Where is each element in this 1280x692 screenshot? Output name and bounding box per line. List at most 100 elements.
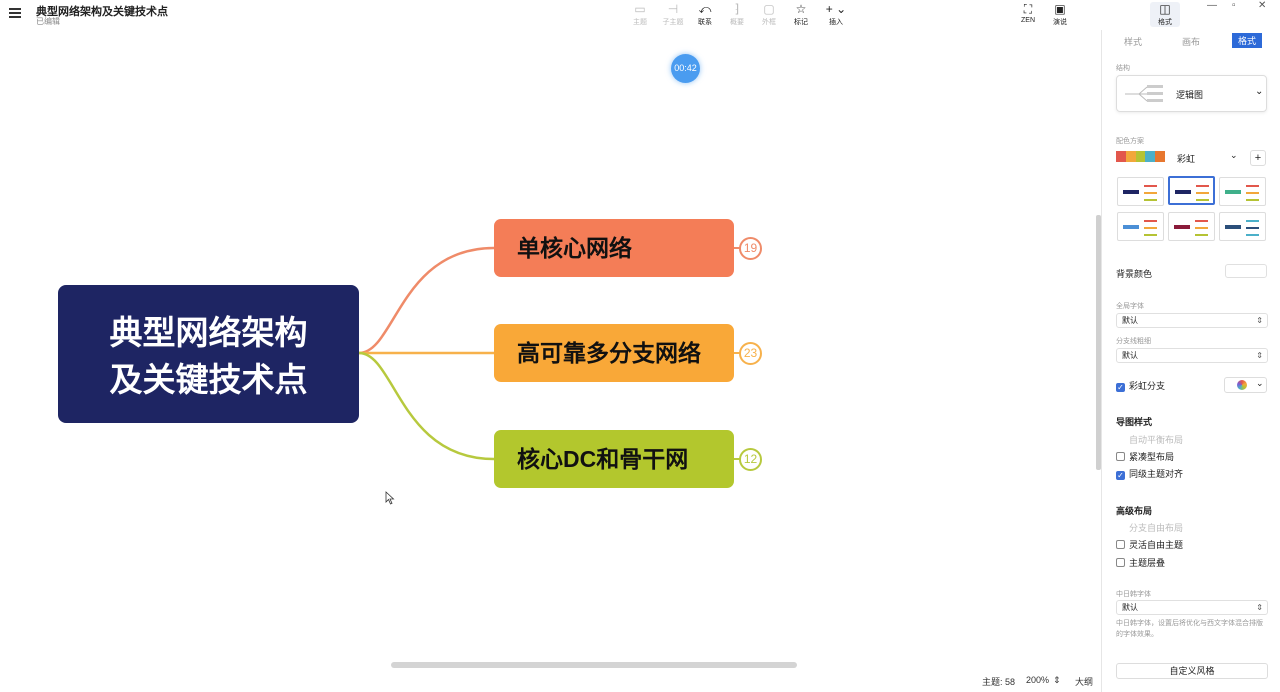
root-topic[interactable]: 典型网络架构 及关键技术点 — [58, 285, 359, 423]
subtopic-button[interactable]: ⊣子主题 — [658, 2, 688, 27]
updown-icon: ⇕ — [1256, 351, 1263, 360]
summary-label: 概要 — [730, 19, 744, 26]
branch-connectors — [358, 246, 740, 461]
rainbow-palette-swatch — [1116, 151, 1165, 162]
collapse-count-badge[interactable]: 12 — [739, 448, 762, 471]
connector-3 — [358, 351, 495, 461]
flexible-topic-checkbox[interactable]: 灵活自由主题 — [1116, 538, 1183, 551]
cjk-font-label: 中日韩字体 — [1116, 591, 1151, 598]
relationship-label: 联系 — [698, 19, 712, 26]
top-bar: 典型网络架构及关键技术点 已编辑 ▭主题 ⊣子主题 ⤺联系 ⁆概要 ▢外框 ☆标… — [0, 0, 1280, 30]
scheme-value: 彩虹 — [1177, 154, 1196, 164]
theme-thumbnail-2-selected[interactable] — [1168, 176, 1215, 205]
close-icon[interactable]: ✕ — [1258, 0, 1267, 11]
maximize-icon[interactable]: ▫ — [1232, 0, 1236, 11]
updown-icon: ⇕ — [1256, 316, 1263, 325]
relationship-icon: ⤺ — [698, 2, 712, 16]
chevron-down-icon: ⌄ — [1255, 86, 1264, 97]
rainbow-branch-label: 彩虹分支 — [1129, 381, 1166, 391]
relationship-button[interactable]: ⤺ 联系 — [690, 2, 720, 27]
connector-1 — [358, 246, 495, 355]
add-scheme-button[interactable]: + — [1250, 150, 1266, 166]
checkbox-icon — [1116, 540, 1125, 549]
vertical-scrollbar[interactable] — [1096, 215, 1101, 470]
format-panel-icon: ◫ — [1159, 2, 1171, 16]
checkbox-checked-icon: ✓ — [1116, 383, 1125, 392]
theme-thumbnail-6[interactable] — [1219, 212, 1266, 241]
hamburger-menu-icon[interactable] — [9, 8, 21, 18]
topic-overlap-label: 主题层叠 — [1129, 558, 1166, 568]
layout-label: 结构 — [1116, 65, 1130, 72]
boundary-button[interactable]: ▢ 外框 — [754, 2, 784, 27]
present-button[interactable]: ▣演说 — [1045, 2, 1075, 27]
advanced-layout-title: 高级布局 — [1116, 506, 1153, 516]
summary-button[interactable]: ⁆ 概要 — [722, 2, 752, 27]
layout-selector[interactable]: 逻辑图 ⌄ — [1116, 75, 1267, 112]
scheme-label: 配色方案 — [1116, 138, 1144, 145]
marker-button[interactable]: ☆ 标记 — [786, 2, 816, 27]
plus-icon: + ⌄ — [825, 2, 847, 16]
branch-topic-multi-branch[interactable]: 高可靠多分支网络 — [494, 324, 734, 382]
cjk-font-note: 中日韩字体，设置后将优化与西文字体混合排版的字体效果。 — [1116, 620, 1263, 638]
boundary-icon: ▢ — [763, 2, 775, 16]
collapse-count-badge[interactable]: 23 — [739, 342, 762, 365]
star-icon: ☆ — [795, 2, 807, 16]
document-title[interactable]: 典型网络架构及关键技术点 — [36, 6, 168, 18]
theme-thumbnail-3[interactable] — [1219, 177, 1266, 206]
background-color-label: 背景颜色 — [1116, 269, 1153, 279]
theme-thumbnail-5[interactable] — [1168, 212, 1215, 241]
flexible-topic-label: 灵活自由主题 — [1129, 540, 1184, 550]
theme-thumbnail-4[interactable] — [1117, 212, 1164, 241]
global-font-label: 全局字体 — [1116, 303, 1144, 310]
minimize-icon[interactable]: — — [1207, 0, 1217, 11]
horizontal-scrollbar[interactable] — [391, 662, 797, 668]
logic-chart-thumbnail-icon — [1125, 85, 1163, 102]
cjk-font-select[interactable]: 默认 ⇕ — [1116, 600, 1268, 615]
layout-value: 逻辑图 — [1176, 90, 1204, 100]
format-panel-button[interactable]: ◫格式 — [1150, 2, 1180, 27]
zen-button[interactable]: ⛶ZEN — [1013, 2, 1043, 24]
custom-style-button[interactable]: 自定义风格 — [1116, 663, 1268, 679]
timer-badge[interactable]: 00:42 — [671, 54, 700, 83]
mindmap-canvas[interactable]: 00:42 典型网络架构 及关键技术点 单核心网络 19 高可靠多分支网络 23… — [0, 30, 1098, 662]
updown-icon: ⇕ — [1256, 603, 1263, 612]
cjk-font-value: 默认 — [1122, 603, 1138, 612]
checkbox-icon — [1116, 558, 1125, 567]
branch-width-label: 分支线粗细 — [1116, 338, 1151, 345]
collapse-count-badge[interactable]: 19 — [739, 237, 762, 260]
marker-label: 标记 — [794, 19, 808, 26]
zoom-level[interactable]: 200% — [1026, 675, 1050, 685]
background-color-picker[interactable] — [1225, 264, 1267, 278]
global-font-select[interactable]: 默认 ⇕ — [1116, 313, 1268, 328]
global-font-value: 默认 — [1122, 316, 1138, 325]
root-topic-line1: 典型网络架构 — [109, 314, 308, 351]
auto-balance-option: 自动平衡布局 — [1129, 435, 1184, 445]
branch-topic-core-dc[interactable]: 核心DC和骨干网 — [494, 430, 734, 488]
topic-overlap-checkbox[interactable]: 主题层叠 — [1116, 556, 1165, 569]
topic-button[interactable]: ▭主题 — [625, 2, 655, 27]
checkbox-icon — [1116, 452, 1125, 461]
map-style-title: 导图样式 — [1116, 417, 1153, 427]
free-branch-option: 分支自由布局 — [1129, 523, 1184, 533]
present-label: 演说 — [1053, 19, 1067, 26]
rainbow-branch-checkbox[interactable]: ✓ 彩虹分支 — [1116, 379, 1165, 392]
rainbow-color-picker[interactable]: ⌄ — [1224, 377, 1267, 393]
status-bar: 主题: 58 200% ⇕ 大纲 — [0, 668, 1098, 692]
tab-canvas[interactable]: 画布 — [1182, 37, 1201, 47]
tab-format[interactable]: 格式 — [1232, 33, 1263, 48]
align-siblings-checkbox[interactable]: ✓同级主题对齐 — [1116, 467, 1183, 480]
panel-tabs: 样式 画布 格式 — [1102, 30, 1280, 50]
zoom-stepper-icon[interactable]: ⇕ — [1053, 675, 1061, 685]
align-siblings-label: 同级主题对齐 — [1129, 469, 1184, 479]
tab-style[interactable]: 样式 — [1124, 37, 1143, 47]
theme-thumbnail-1[interactable] — [1117, 177, 1164, 206]
insert-label: 插入 — [829, 19, 843, 26]
zen-label: ZEN — [1021, 17, 1035, 24]
outline-button[interactable]: 大纲 — [1075, 677, 1094, 687]
branch-topic-single-core[interactable]: 单核心网络 — [494, 219, 734, 277]
compact-layout-checkbox[interactable]: 紧凑型布局 — [1116, 450, 1174, 463]
summary-icon: ⁆ — [734, 2, 740, 16]
insert-button[interactable]: + ⌄ 插入 — [821, 2, 851, 27]
boundary-label: 外框 — [762, 19, 776, 26]
branch-width-select[interactable]: 默认⇕ — [1116, 348, 1268, 363]
